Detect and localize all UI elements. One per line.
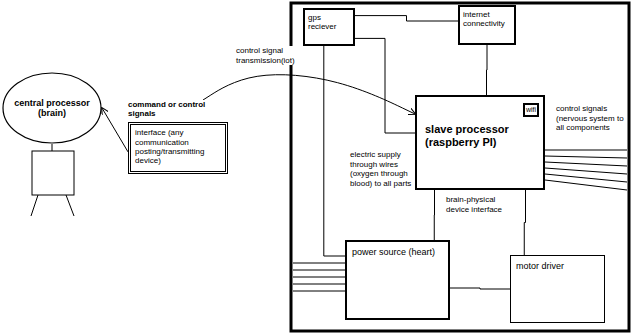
device-housing [291, 3, 629, 331]
wifi-box: wifi [523, 103, 539, 117]
wire [545, 180, 627, 190]
node-title: command or control signals [128, 100, 228, 118]
connector [450, 288, 510, 289]
connector [102, 108, 128, 152]
interface-note: brain-physical device interface [446, 195, 518, 214]
wire [293, 284, 345, 285]
neck-line [52, 144, 53, 151]
wire [545, 150, 627, 151]
motor-box: motor driver [510, 255, 605, 323]
signal-note: control signals (nervous system to all c… [556, 104, 626, 133]
connector [355, 38, 415, 133]
connector [524, 190, 525, 255]
body-figure [31, 144, 74, 216]
internet-box: internet connectivity [458, 5, 516, 45]
node-body: interface (any communication posting/tra… [128, 122, 228, 174]
connector [434, 190, 435, 240]
power-box: power source (heart) [345, 240, 450, 320]
gps-box: gps reciever [303, 8, 355, 46]
nerve-wires [545, 150, 627, 190]
body-rect [32, 151, 74, 195]
connector [355, 16, 458, 21]
node-title: central processor (brain) [2, 98, 102, 119]
wire-note: electric supply through wires (oxygen th… [350, 150, 412, 188]
edge-label: control signal transmission(iot) [236, 46, 304, 65]
wire [545, 168, 627, 174]
connector [486, 45, 488, 95]
node-title: internet connectivity [463, 10, 511, 28]
node-title: motor driver [516, 261, 599, 271]
circle-shape [3, 73, 101, 143]
power-wires [293, 263, 345, 291]
processor-box: slave processor (raspberry PI) wifi [415, 95, 545, 190]
wire [545, 162, 627, 166]
leg-line [66, 195, 74, 216]
node-title: slave processor (raspberry PI) [425, 123, 519, 148]
wire [293, 270, 345, 271]
connector [324, 46, 345, 256]
node-title: gps reciever [308, 13, 350, 31]
wire [545, 174, 627, 182]
wire [293, 263, 345, 264]
wire [293, 277, 345, 278]
connector [203, 75, 415, 114]
wire [293, 291, 345, 292]
wire [545, 156, 627, 158]
leg-line [31, 195, 38, 216]
interface-box: command or control signals interface (any… [128, 100, 228, 174]
node-title: wifi [526, 106, 536, 114]
node-title: power source (heart) [352, 247, 443, 257]
brain-circle: central processor (brain) [2, 72, 102, 144]
